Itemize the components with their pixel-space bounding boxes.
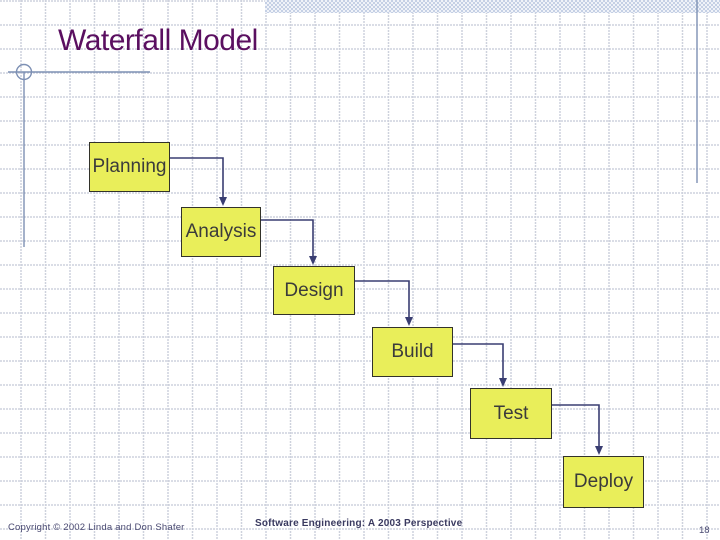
stage-box-deploy: Deploy (563, 456, 644, 508)
page-number: 18 (699, 525, 710, 536)
connector-planning-analysis (170, 157, 227, 206)
stage-box-build: Build (372, 327, 453, 377)
stage-box-analysis: Analysis (181, 207, 261, 257)
stage-box-test: Test (470, 388, 552, 439)
connector-build-test (453, 343, 507, 387)
connector-analysis-design (261, 219, 317, 265)
connector-test-deploy (552, 404, 603, 455)
stage-box-design: Design (273, 266, 355, 315)
footer-book-title: Software Engineering: A 2003 Perspective (255, 518, 463, 529)
stage-box-planning: Planning (89, 142, 170, 192)
footer-copyright: Copyright © 2002 Linda and Don Shafer (8, 522, 185, 533)
top-band-decoration (265, 0, 720, 13)
left-accent-circle-icon (15, 63, 33, 81)
slide-title: Waterfall Model (58, 24, 258, 57)
connector-design-build (355, 280, 413, 326)
